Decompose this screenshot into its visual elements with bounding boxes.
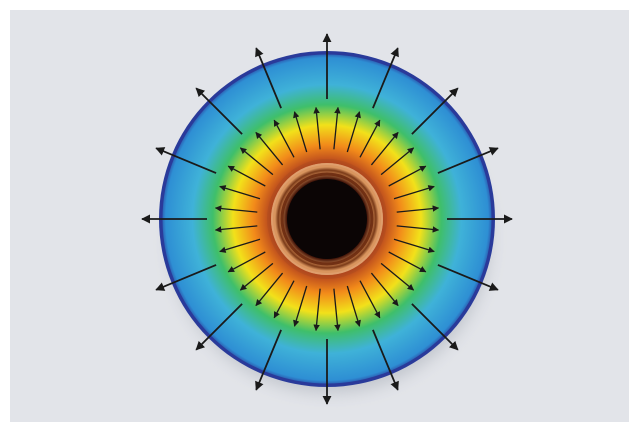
- radial-arrow-icon: [239, 262, 274, 291]
- radial-arrow-icon: [370, 272, 399, 307]
- radial-arrow-icon: [255, 131, 284, 166]
- radial-arrow-icon: [155, 147, 217, 174]
- radial-arrow-icon: [195, 87, 243, 135]
- radial-arrows: [141, 33, 513, 405]
- radial-arrow-icon: [437, 147, 499, 174]
- radial-arrow-icon: [372, 47, 399, 109]
- radial-arrow-icon: [346, 111, 361, 153]
- radial-arrow-icon: [214, 225, 258, 233]
- radial-arrow-icon: [411, 303, 459, 351]
- radial-arrow-icon: [227, 165, 266, 187]
- radial-arrow-icon: [293, 285, 308, 327]
- radial-arrow-icon: [396, 225, 440, 233]
- radial-arrow-icon: [372, 329, 399, 391]
- radial-arrow-icon: [393, 185, 435, 200]
- radial-arrow-icon: [333, 106, 341, 150]
- radial-arrow-icon: [388, 251, 427, 273]
- radial-arrow-icon: [393, 238, 435, 253]
- radial-arrow-icon: [313, 288, 321, 332]
- radial-arrow-icon: [333, 288, 341, 332]
- radial-arrow-icon: [396, 205, 440, 213]
- pipe-opening-icon: [267, 159, 387, 279]
- radial-arrow-icon: [239, 147, 274, 176]
- radial-arrow-icon: [359, 119, 381, 158]
- radial-arrow-icon: [293, 111, 308, 153]
- radial-arrow-icon: [255, 272, 284, 307]
- radial-arrow-icon: [227, 251, 266, 273]
- radial-arrow-icon: [219, 238, 261, 253]
- radial-arrow-icon: [388, 165, 427, 187]
- radial-arrow-icon: [346, 285, 361, 327]
- radial-arrow-icon: [219, 185, 261, 200]
- radial-arrow-icon: [273, 280, 295, 319]
- radial-arrow-icon: [370, 131, 399, 166]
- radial-arrow-icon: [255, 329, 282, 391]
- radial-arrow-icon: [380, 147, 415, 176]
- radial-arrow-icon: [411, 87, 459, 135]
- radial-arrow-icon: [273, 119, 295, 158]
- radial-arrow-icon: [359, 280, 381, 319]
- radial-arrow-icon: [313, 106, 321, 150]
- radial-arrow-icon: [155, 264, 217, 291]
- radial-arrow-icon: [255, 47, 282, 109]
- radial-arrow-icon: [380, 262, 415, 291]
- radial-arrow-icon: [437, 264, 499, 291]
- radial-arrow-icon: [214, 205, 258, 213]
- radial-arrow-icon: [195, 303, 243, 351]
